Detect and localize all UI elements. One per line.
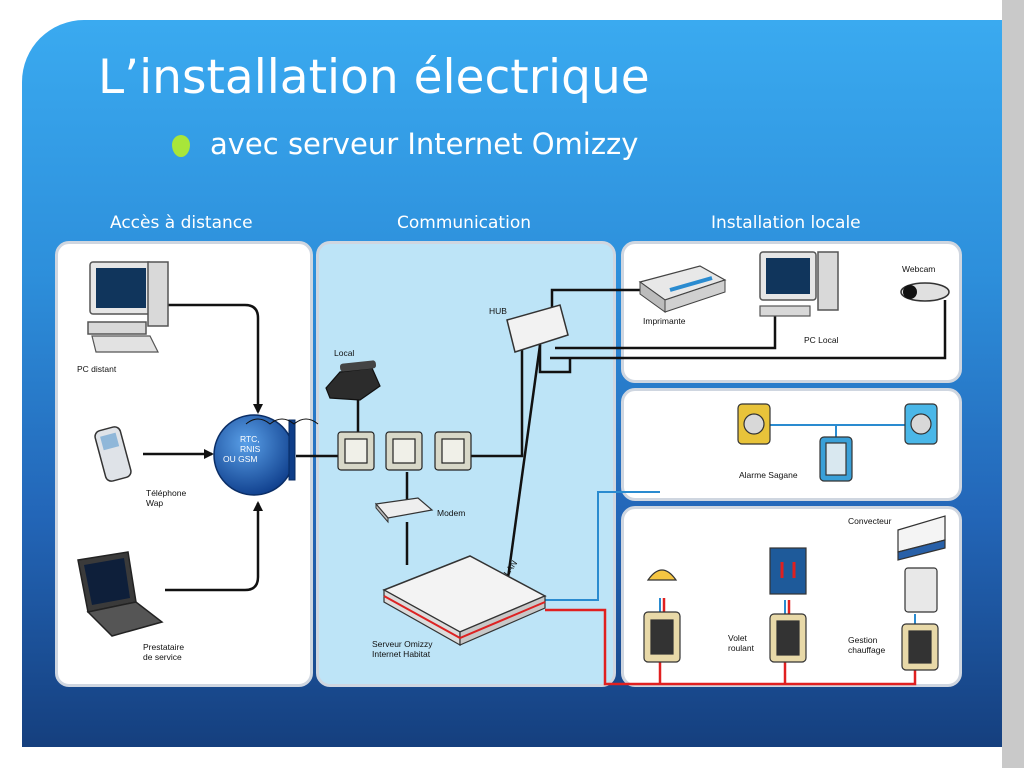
label-volet-line2: roulant — [728, 643, 754, 653]
laptop-icon — [77, 551, 164, 637]
slide-edge-band — [1002, 0, 1024, 768]
network-globe-icon — [213, 414, 319, 496]
pc-distant-icon — [87, 261, 169, 353]
label-pc-local: PC Local — [804, 335, 839, 345]
desk-phone-icon — [325, 360, 381, 401]
webcam-icon — [900, 282, 950, 302]
hub-icon — [506, 304, 569, 353]
label-network-line3: OU GSM — [223, 454, 258, 464]
label-pc-distant: PC distant — [77, 364, 117, 374]
label-prestataire-line2: de service — [143, 652, 182, 662]
printer-icon — [638, 265, 727, 313]
wall-sockets — [337, 431, 472, 471]
label-telephone-line1: Téléphone — [146, 488, 187, 498]
alarm-devices — [737, 403, 938, 482]
label-telephone-line2: Wap — [146, 498, 164, 508]
label-gestion-line2: chauffage — [848, 645, 886, 655]
remote-connections — [143, 303, 263, 592]
label-convecteur: Convecteur — [848, 516, 892, 526]
label-network-line2: RNIS — [240, 444, 261, 454]
section-heading-remote: Accès à distance — [110, 213, 253, 233]
label-webcam: Webcam — [902, 264, 936, 274]
bullet-icon — [172, 135, 190, 157]
label-modem: Modem — [437, 508, 466, 518]
electrical-devices — [643, 515, 946, 671]
blue-bus — [545, 424, 916, 634]
modem-icon — [374, 497, 434, 524]
label-prestataire-line1: Prestataire — [143, 642, 185, 652]
label-local-phone: Local — [334, 348, 355, 358]
section-heading-local: Installation locale — [711, 213, 861, 233]
slide-title: L’installation électrique — [98, 50, 650, 105]
label-alarme: Alarme Sagane — [739, 470, 798, 480]
slide-subtitle: avec serveur Internet Omizzy — [210, 127, 639, 161]
communication-wiring — [296, 288, 947, 579]
label-volet-line1: Volet — [728, 633, 747, 643]
label-imprimante: Imprimante — [643, 316, 686, 326]
pc-local-icon — [759, 251, 839, 317]
mobile-phone-icon — [94, 426, 132, 482]
label-network-line1: RTC, — [240, 434, 260, 444]
label-hub: HUB — [489, 306, 507, 316]
label-server-line2: Internet Habitat — [372, 649, 431, 659]
label-server-line1: Serveur Omizzy — [372, 639, 433, 649]
red-bus — [545, 598, 917, 686]
section-heading-communication: Communication — [397, 213, 531, 233]
label-gestion-line1: Gestion — [848, 635, 878, 645]
omizzy-server-icon — [382, 555, 547, 647]
